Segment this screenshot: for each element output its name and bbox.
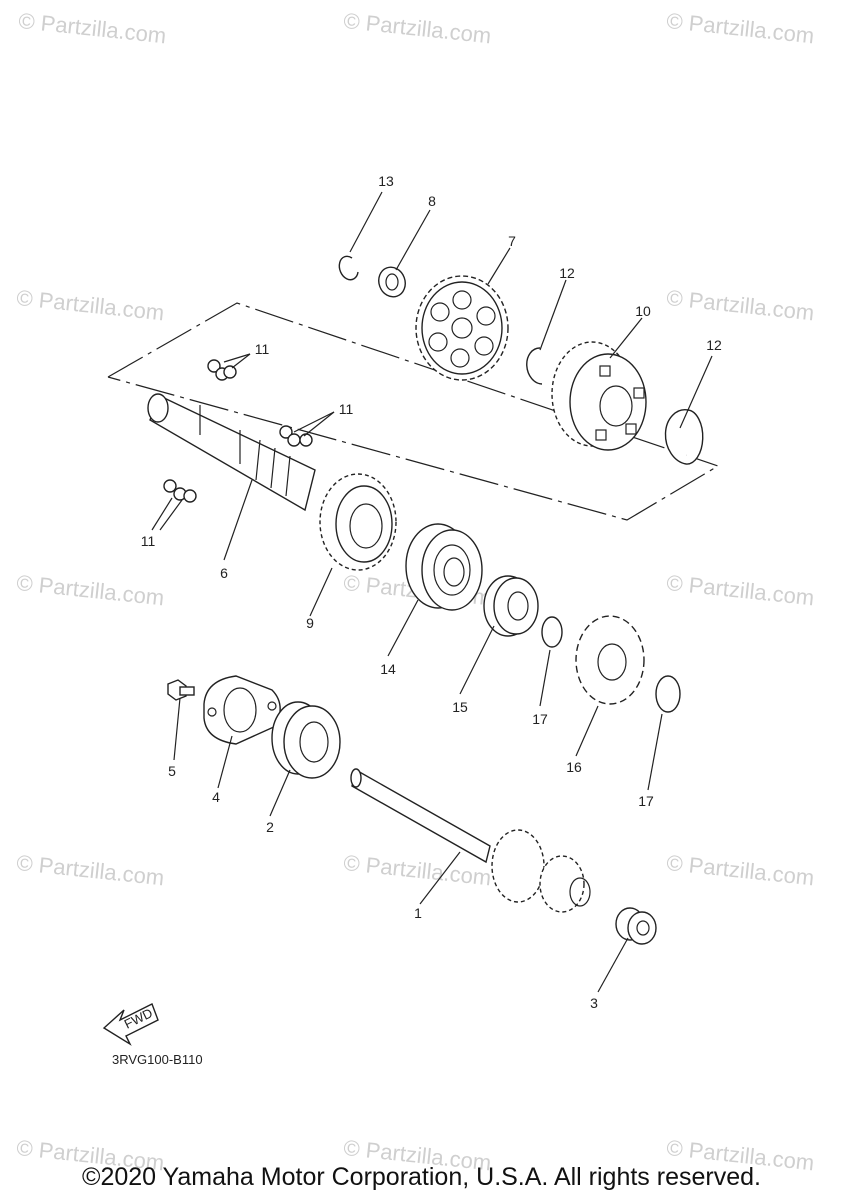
callout-17: 17 [638,793,654,809]
part-3-collar [615,907,657,945]
callout-12: 12 [559,265,575,281]
callout-12: 12 [706,337,722,353]
callout-15: 15 [452,699,468,715]
part-12-circlip [664,409,704,465]
part-5-bolt [167,679,195,701]
callout-5: 5 [168,763,176,779]
part-13-circlip [338,255,359,281]
part-11-balls [163,359,313,503]
part-17-circlip [541,616,563,648]
part-10-gear [551,341,647,451]
callout-2: 2 [266,819,274,835]
part-12-circlip [526,347,543,385]
part-16-sprocket [575,615,645,705]
part-1-main-axle [350,768,591,913]
callout-10: 10 [635,303,651,319]
part-15-oil-seal [483,575,539,637]
part-6-main-axle [147,393,316,512]
part-14-bearing [405,523,483,611]
callout-3: 3 [590,995,598,1011]
part-7-gear [415,275,509,381]
part-4-plate [203,675,281,745]
leader-lines [151,191,713,993]
part-8-washer [378,266,406,298]
copyright-footer: ©2020 Yamaha Motor Corporation, U.S.A. A… [82,1163,761,1191]
callout-6: 6 [220,565,228,581]
callout-17: 17 [532,711,548,727]
callout-16: 16 [566,759,582,775]
callout-11: 11 [255,341,270,357]
fwd-arrow-icon: FWD [102,1003,159,1046]
callout-1: 1 [414,905,422,921]
callout-11: 11 [339,401,354,417]
part-9-gear [319,473,397,571]
callout-7: 7 [508,233,516,249]
callout-13: 13 [378,173,394,189]
part-2-bearing [271,701,341,779]
part-17-circlip [655,675,681,713]
diagram-reference-code: 3RVG100-B110 [112,1052,203,1067]
callout-14: 14 [380,661,396,677]
callout-11: 11 [141,533,156,549]
callout-9: 9 [306,615,314,631]
callout-8: 8 [428,193,436,209]
callout-4: 4 [212,789,220,805]
